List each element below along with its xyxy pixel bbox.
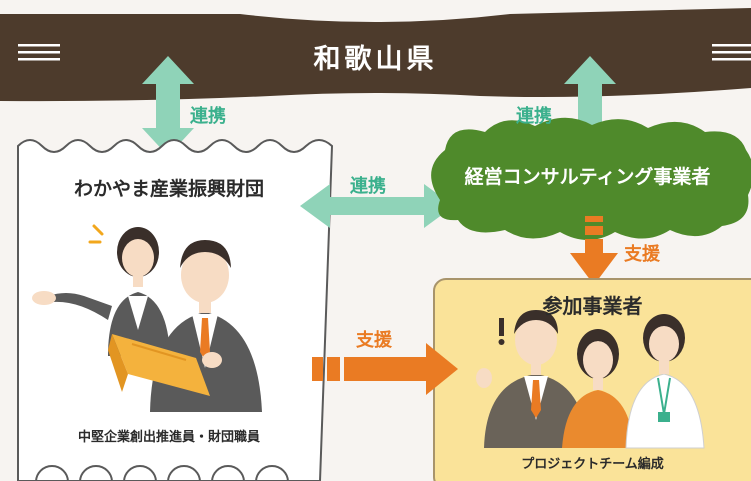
menu-icon [712,44,751,61]
foundation-caption: 中堅企業創出推進員・財団職員 [77,430,260,445]
foundation-bottom-scallops [35,465,289,481]
consultant-cloud [431,117,751,240]
link-arrow-left-vertical [142,56,194,156]
support-label-down: 支援 [624,244,660,265]
support-arrow-down [570,216,618,285]
participant-caption: プロジェクトチーム編成 [521,457,664,472]
participant-title: 参加事業者 [542,294,643,318]
foundation-staff-illustration [32,224,262,412]
support-label-right: 支援 [356,330,392,351]
link-arrow-horizontal [300,184,454,228]
menu-icon [18,44,60,61]
link-label-horizontal: 連携 [350,176,386,197]
prefecture-title: 和歌山県 [313,44,438,75]
exclamation-icon [498,318,505,345]
link-label-right: 連携 [516,106,552,127]
link-label-left: 連携 [190,106,226,127]
participant-team-illustration [476,310,705,449]
support-arrow-right [312,343,458,395]
sparkle-icon [88,224,104,244]
consultant-title: 経営コンサルティング事業者 [464,166,711,188]
foundation-title: わかやま産業振興財団 [73,178,264,200]
